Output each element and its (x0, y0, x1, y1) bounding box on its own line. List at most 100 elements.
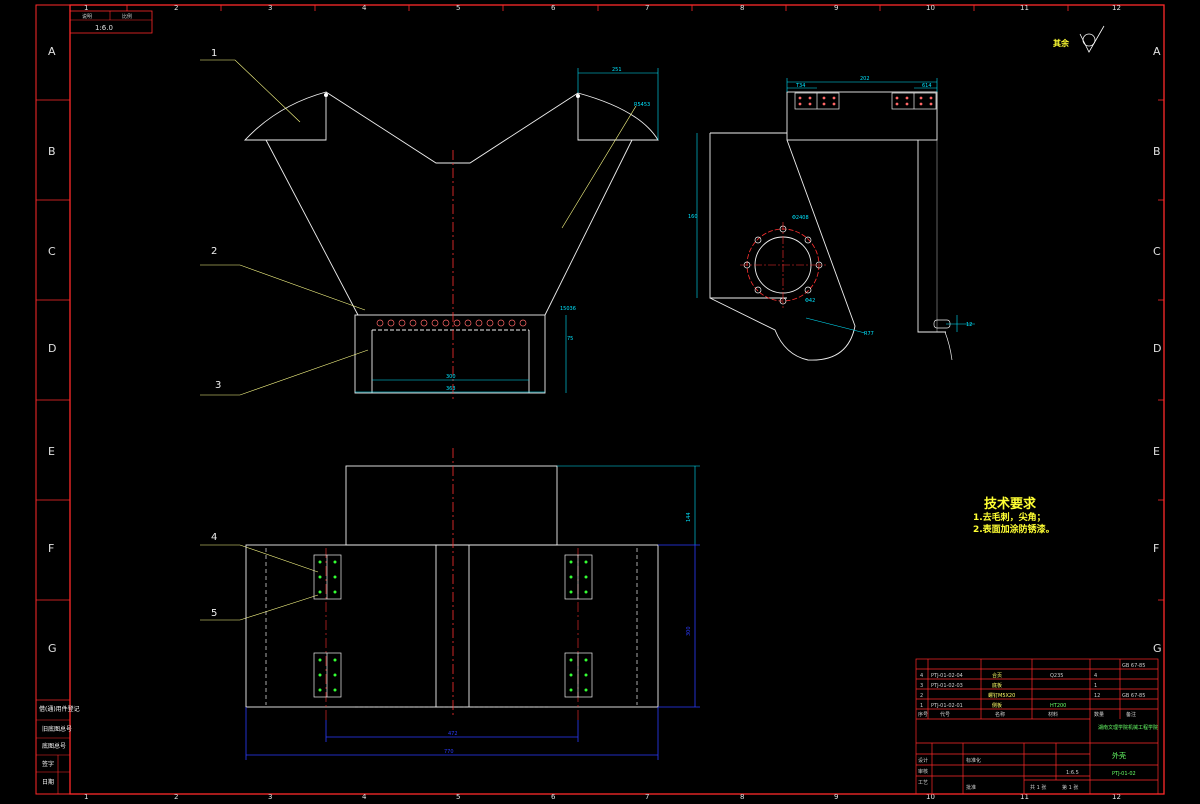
drawing-frame (35, 4, 1165, 795)
dim-side-right-tab: 614 (922, 83, 932, 89)
sheet-number: 第 1 张 (1062, 784, 1078, 791)
dim-weld: 15036 (560, 306, 576, 312)
part-number-5: 5 (211, 608, 217, 619)
dim-side-height: 160 (688, 214, 698, 220)
svg-text:11: 11 (1020, 793, 1029, 800)
dim-arc-radius: R77 (864, 331, 874, 337)
roughness-symbol: 其余 (1053, 25, 1105, 53)
tb-review: 审核 (918, 768, 928, 775)
grid-col-9: 9 (834, 4, 838, 12)
svg-text:3: 3 (268, 793, 272, 800)
dim-bracket-height: 75 (567, 336, 573, 342)
dim-side-top-width: 202 (860, 76, 870, 82)
top-left-box: 说明 比例 1:6.0 (69, 10, 153, 34)
side-view-hinges (794, 92, 937, 110)
bom-row-1-name: 侧板 (992, 702, 1002, 709)
bolt-circle (740, 222, 826, 308)
svg-text:代号: 代号 (940, 711, 950, 718)
grid-col-2: 2 (174, 4, 178, 12)
grid-col-8: 8 (740, 4, 744, 12)
roughness-label: 其余 (1053, 38, 1070, 48)
svg-text:B: B (1153, 145, 1161, 158)
svg-text:F: F (1153, 542, 1159, 555)
grid-col-6: 6 (551, 4, 556, 12)
tech-requirements-title: 技术要求 (984, 496, 1037, 512)
bom-row-4-name: 合页 (992, 672, 1002, 679)
tb-approve: 批准 (966, 784, 976, 791)
dim-front-upper-height: 144 (686, 512, 692, 522)
side-view (709, 91, 946, 361)
svg-text:8: 8 (740, 793, 744, 800)
side-label-5: 日期 (42, 778, 54, 786)
grid-col-3: 3 (268, 4, 272, 12)
bom-row-1-code: PTJ-01-02-01 (931, 703, 963, 709)
svg-text:2: 2 (174, 793, 178, 800)
tb-standardization: 标准化 (966, 757, 981, 764)
part-leaders (200, 59, 369, 621)
part-number-1: 1 (211, 48, 217, 59)
side-label-4: 签字 (42, 760, 54, 768)
bracket-bolt-holes (376, 319, 527, 327)
tb-process: 工艺 (918, 780, 928, 786)
sheet-count: 共 1 张 (1030, 784, 1046, 791)
grid-column-labels: 1 2 3 4 5 6 7 8 9 10 11 12 1 2 3 4 5 6 7… (84, 4, 1121, 801)
dim-inner-width: 300 (446, 374, 456, 380)
grid-row-labels: A B C D E F G A B C D E F G (48, 45, 1162, 655)
svg-text:序号: 序号 (918, 711, 928, 718)
front-view (245, 465, 659, 708)
bom-row-1-material: HT200 (1050, 703, 1066, 709)
dim-side-left-tab: T34 (795, 83, 805, 89)
front-view-dimensions (245, 465, 700, 760)
bom-row-4-material: Q235 (1050, 673, 1063, 679)
bom-row-2-std: GB 67-85 (1122, 693, 1145, 699)
bom-row-2-name: 螺钉M5X20 (988, 692, 1015, 699)
grid-row-g: G (48, 642, 57, 655)
svg-text:1: 1 (84, 793, 88, 800)
svg-text:7: 7 (645, 793, 649, 800)
top-view-dimensions (355, 68, 659, 393)
top-left-cell-1: 说明 (82, 13, 92, 20)
dim-radius: R5453 (634, 102, 650, 108)
svg-text:名称: 名称 (995, 711, 1005, 718)
drawing-scale: 1:6.5 (1066, 770, 1079, 776)
grid-row-c: C (48, 245, 56, 258)
dim-front-total-width: 770 (444, 749, 454, 755)
bom-row-2-qty: 12 (1094, 693, 1100, 699)
grid-col-7: 7 (645, 4, 649, 12)
svg-text:6: 6 (551, 793, 556, 800)
svg-text:10: 10 (926, 793, 935, 800)
svg-text:3: 3 (920, 683, 923, 689)
bom-row-4-qty: 4 (1094, 673, 1097, 679)
dim-outer-width: 363 (446, 386, 456, 392)
svg-text:备注: 备注 (1126, 711, 1136, 718)
side-label-1: 借(通)用件登记 (39, 705, 80, 713)
svg-text:材料: 材料 (1048, 711, 1058, 718)
bom-row-3-name: 底板 (992, 682, 1002, 689)
dim-bolt-hole: Φ42 (805, 298, 815, 304)
tb-design: 设计 (918, 757, 928, 764)
title-block: 4 PTJ-01-02-04 合页 Q235 4 GB 67-85 3 PTJ-… (915, 658, 1159, 795)
grid-col-5: 5 (456, 4, 460, 12)
grid-row-a: A (48, 45, 56, 58)
bom-row-3-code: PTJ-01-02-03 (931, 683, 963, 689)
tech-requirement-1: 1.去毛刺，尖角； (973, 511, 1046, 523)
front-view-hinges (313, 554, 593, 698)
dim-top-right-width: 251 (612, 67, 622, 73)
svg-text:5: 5 (456, 793, 460, 800)
svg-text:C: C (1153, 245, 1161, 258)
side-registration-boxes: 借(通)用件登记 旧底图总号 底图总号 签字 日期 (35, 699, 80, 795)
grid-col-1: 1 (84, 4, 88, 12)
grid-row-b: B (48, 145, 56, 158)
svg-text:A: A (1153, 45, 1161, 58)
svg-text:E: E (1153, 445, 1160, 458)
part-number-2: 2 (211, 246, 217, 257)
bom-row-3-qty: 1 (1094, 683, 1097, 689)
side-view-dimensions (696, 78, 975, 332)
part-name: 外壳 (1112, 751, 1126, 760)
svg-text:12: 12 (1112, 793, 1121, 800)
part-number-4: 4 (211, 532, 217, 543)
dim-pin: 12 (966, 322, 972, 328)
svg-text:1: 1 (920, 703, 923, 709)
